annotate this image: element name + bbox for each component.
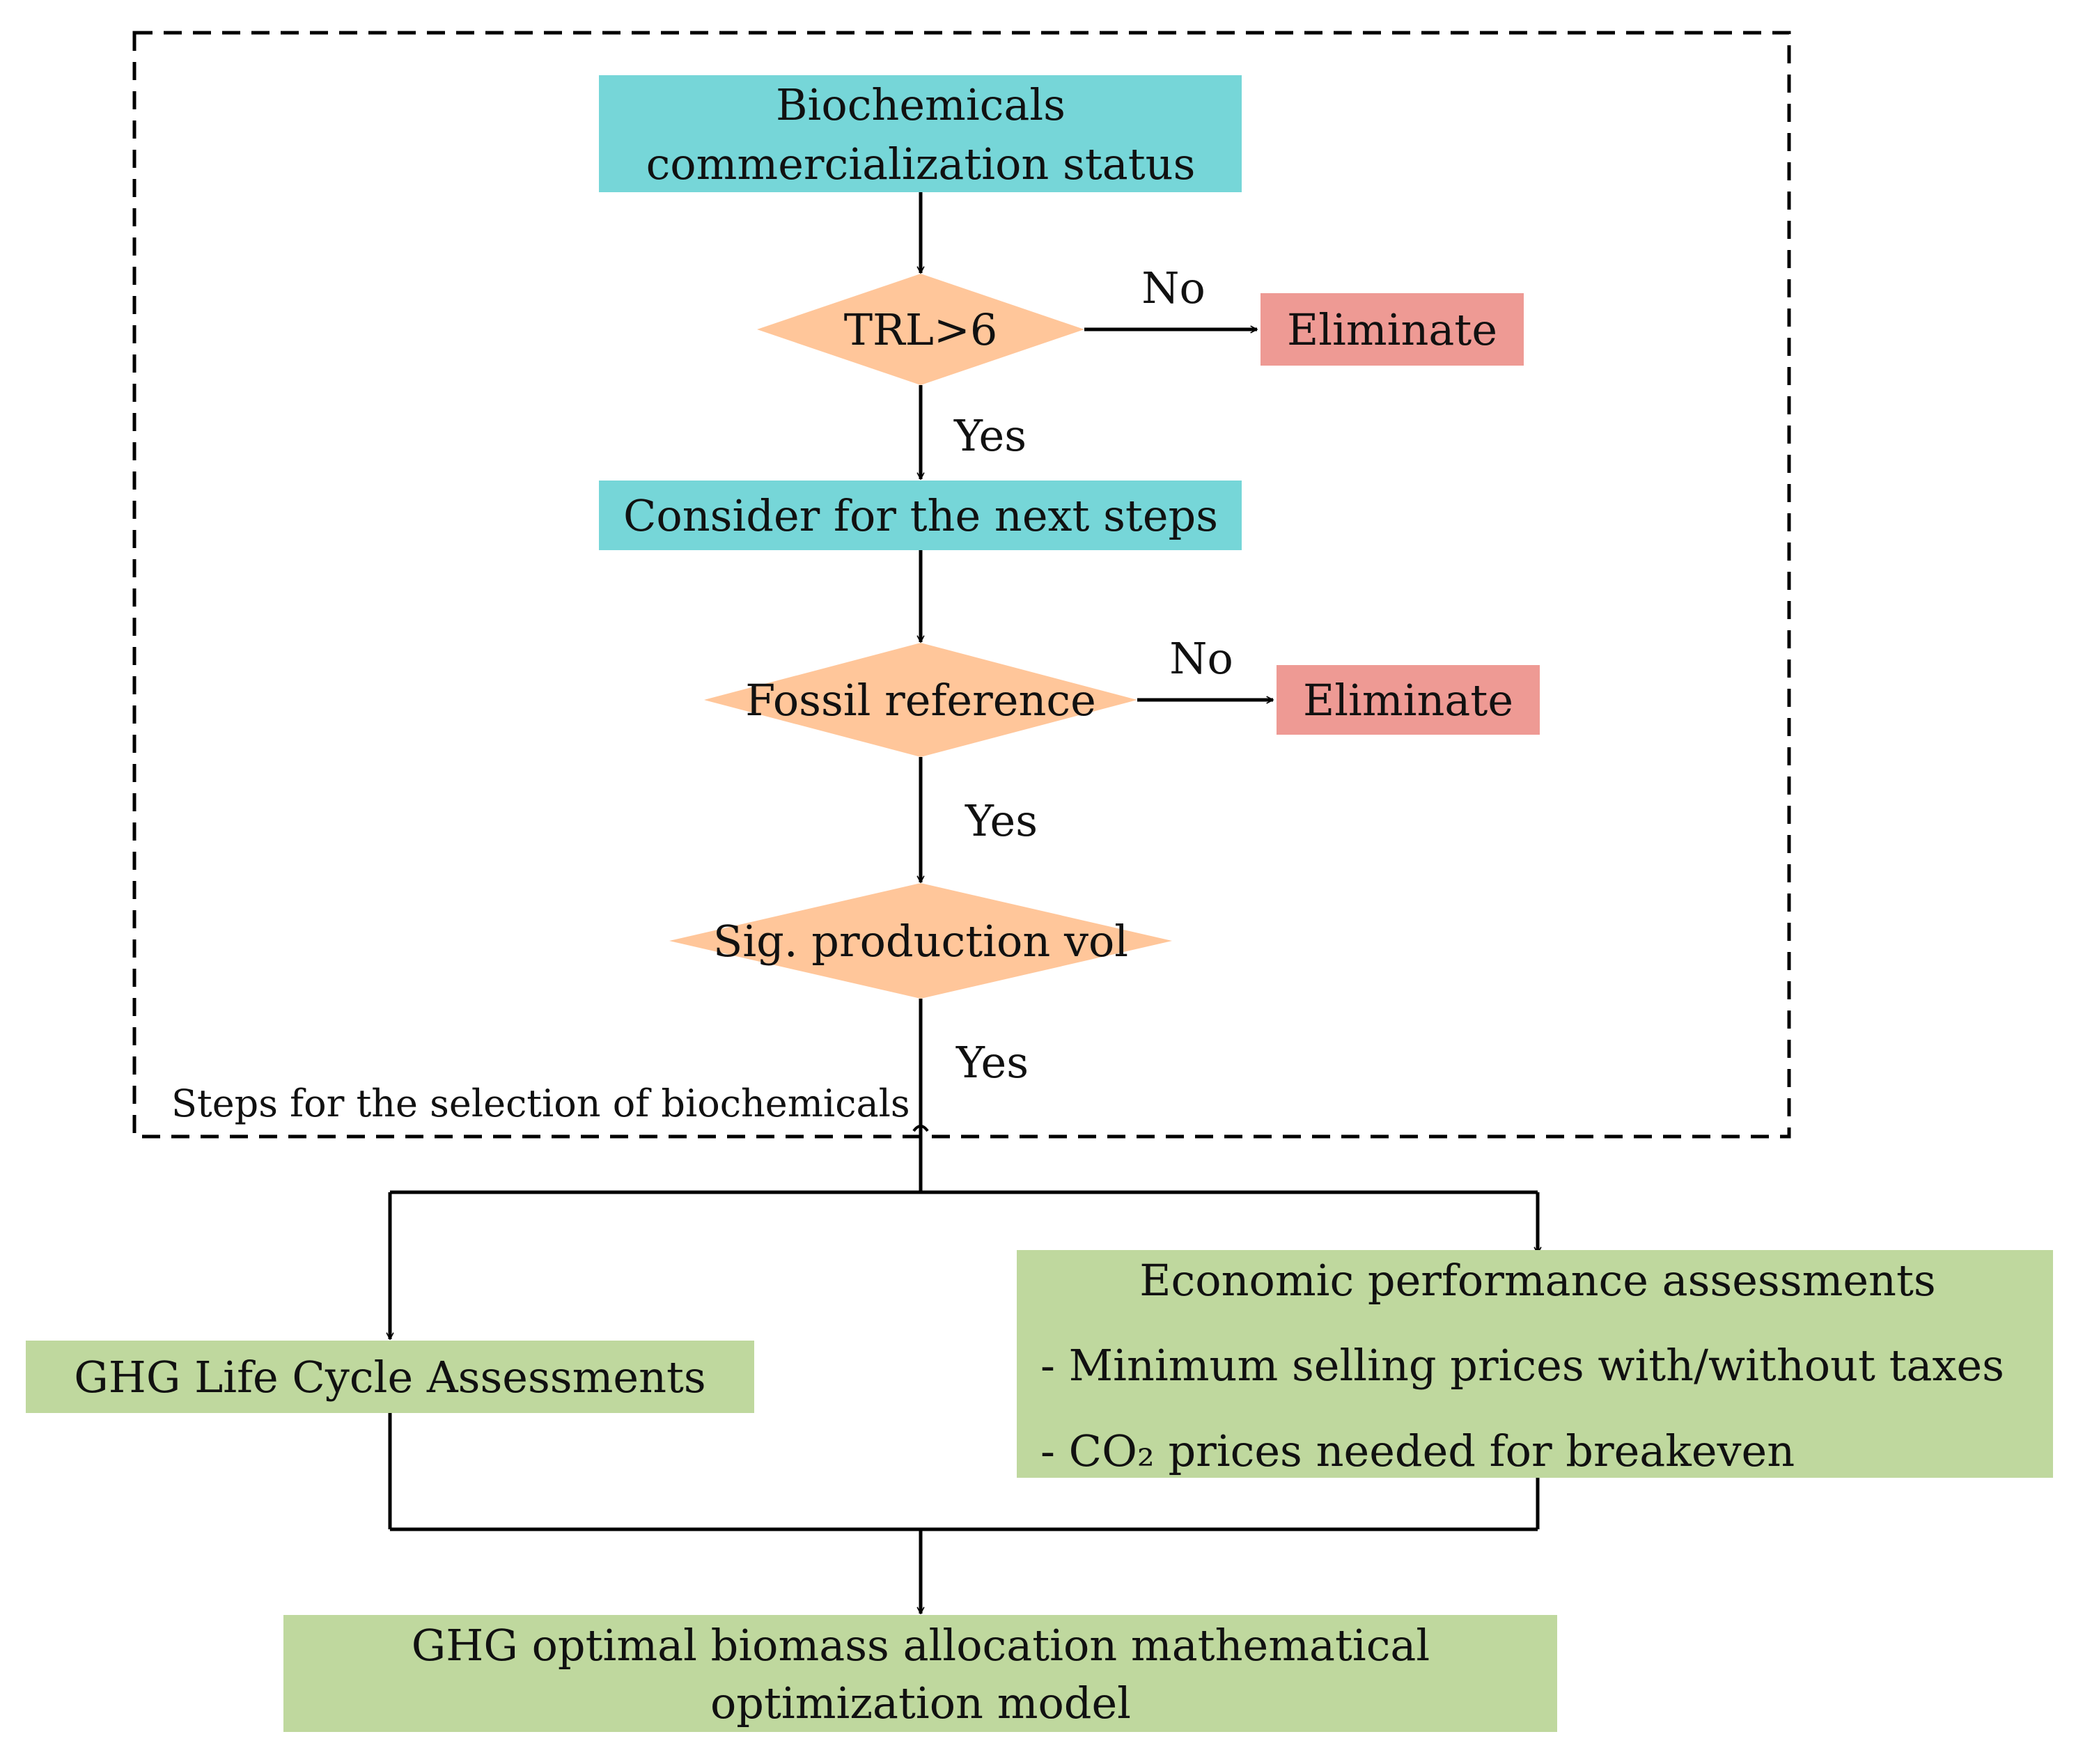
commercialization-status-line2: commercialization status bbox=[646, 139, 1196, 189]
trl-decision-node: TRL>6 bbox=[757, 274, 1084, 385]
consider-next-steps-node: Consider for the next steps bbox=[599, 481, 1242, 550]
optimization-model-line2: optimization model bbox=[710, 1678, 1131, 1728]
consider-next-steps-box bbox=[599, 481, 1242, 550]
ghg-lca-box bbox=[26, 1341, 754, 1413]
eliminate-node-2: Eliminate bbox=[1277, 665, 1540, 735]
optimization-model-node: GHG optimal biomass allocation mathemati… bbox=[283, 1615, 1557, 1732]
production-volume-diamond bbox=[669, 883, 1172, 999]
fossil-reference-node: Fossil reference bbox=[704, 643, 1137, 757]
volume-yes-label: Yes bbox=[955, 1037, 1029, 1088]
commercialization-status-box bbox=[599, 75, 1242, 192]
commercialization-status-line1: Biochemicals bbox=[776, 79, 1066, 130]
trl-decision-diamond bbox=[757, 274, 1084, 385]
fossil-reference-label: Fossil reference bbox=[745, 675, 1096, 726]
trl-decision-label: TRL>6 bbox=[844, 304, 998, 355]
eliminate-box-1 bbox=[1261, 293, 1524, 366]
trl-no-label: No bbox=[1141, 263, 1205, 313]
economic-assessments-bullet-1: - Minimum selling prices with/without ta… bbox=[1040, 1340, 2004, 1391]
ghg-lca-node: GHG Life Cycle Assessments bbox=[26, 1341, 754, 1413]
economic-assessments-title: Economic performance assessments bbox=[1139, 1255, 1935, 1306]
selection-steps-group: Steps for the selection of biochemicals bbox=[132, 31, 1791, 1139]
trl-yes-label: Yes bbox=[953, 410, 1027, 461]
fossil-no-label: No bbox=[1169, 633, 1233, 684]
economic-assessments-bullet-2: - CO₂ prices needed for breakeven bbox=[1040, 1426, 1795, 1476]
eliminate-label-1: Eliminate bbox=[1287, 304, 1497, 355]
economic-assessments-node: Economic performance assessments - Minim… bbox=[1017, 1250, 2053, 1478]
production-volume-node: Sig. production vol bbox=[669, 883, 1172, 999]
eliminate-label-2: Eliminate bbox=[1303, 675, 1513, 726]
fossil-yes-label: Yes bbox=[965, 795, 1038, 846]
selection-group-label: Steps for the selection of biochemicals bbox=[171, 1082, 910, 1125]
economic-assessments-box bbox=[1017, 1250, 2053, 1478]
ghg-lca-label: GHG Life Cycle Assessments bbox=[74, 1352, 705, 1403]
production-volume-label: Sig. production vol bbox=[713, 916, 1128, 967]
consider-next-steps-label: Consider for the next steps bbox=[623, 490, 1218, 541]
selection-group-border bbox=[132, 31, 1791, 1139]
dashed-border-crossing-mark bbox=[912, 1125, 929, 1132]
eliminate-box-2 bbox=[1277, 665, 1540, 735]
optimization-model-line1: GHG optimal biomass allocation mathemati… bbox=[412, 1620, 1430, 1671]
commercialization-status-node: Biochemicals commercialization status bbox=[599, 75, 1242, 192]
fossil-reference-diamond bbox=[704, 643, 1137, 757]
eliminate-node-1: Eliminate bbox=[1261, 293, 1524, 366]
optimization-model-box bbox=[283, 1615, 1557, 1732]
